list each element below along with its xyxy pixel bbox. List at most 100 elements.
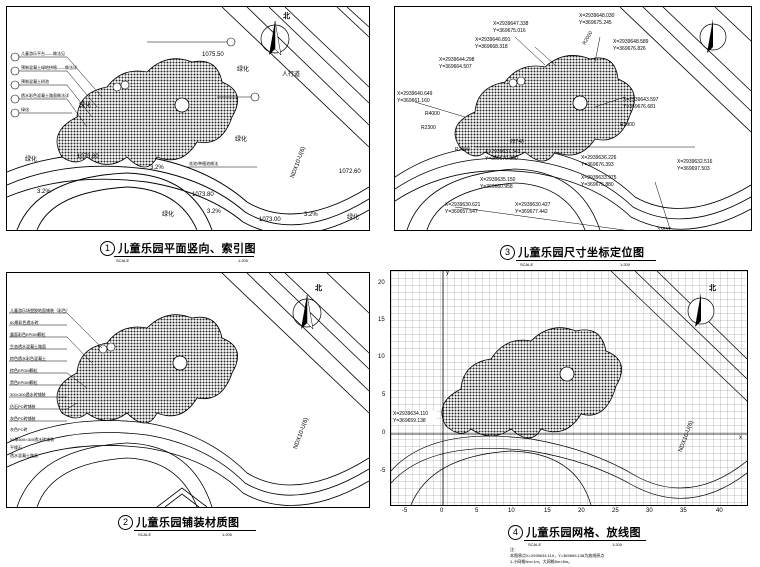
coordinate-label: X=2939640.649 Y=369661.160 (397, 91, 433, 104)
panel-paving-material-plan: 北 NDX10-U(6) 儿童游乐场塑胶地面铺装（彩色） 60厚彩色透水砖 露面… (6, 272, 370, 508)
y-axis-label: y (446, 270, 449, 276)
elevation-label: 1072.60 (339, 169, 361, 175)
coordinate-label: X=2939637.343 Y=369670.300 (485, 149, 521, 162)
material-label: 仿石PC砖铺装 (10, 404, 36, 409)
coordinate-label: X=2939632.516 Y=369697.503 (677, 159, 713, 172)
note-heading: 注： (510, 547, 518, 552)
coordinate-label: X=2939636.226 Y=369676.393 (581, 155, 617, 168)
scale-label: SCALE (138, 532, 152, 537)
y-tick: 15 (378, 317, 385, 323)
callout-text: 儿童游乐平台——做法见 (21, 51, 65, 56)
dimension-label: 33852 (657, 227, 671, 231)
x-tick: -5 (402, 508, 408, 514)
green-label: 绿化 (162, 212, 175, 218)
coordinate-label: X=2939646.891 Y=369668.318 (475, 37, 511, 50)
panel3-drawing (395, 7, 751, 230)
panel1-drawing (7, 7, 369, 230)
panel4-drawing (391, 271, 747, 505)
north-label: 北 (315, 285, 322, 292)
coordinate-label: X=2939648.589 Y=369676.826 (613, 39, 649, 52)
coordinate-label: X=2939635.150 Y=369660.958 (480, 177, 516, 190)
y-tick: 0 (382, 430, 386, 436)
elevation-label: 1073.80 (192, 192, 214, 198)
panel-grid-layout-plan: 北 NDX10-U(6) X=2939634.110 Y=369659.138 … (390, 270, 748, 506)
coordinate-label: X=2939648.030 Y=369675.245 (579, 13, 615, 26)
x-tick: 30 (646, 508, 653, 514)
north-label: 北 (709, 285, 716, 292)
panel-dimension-coordinate-plan: X=2939647.338 Y=369675.016 X=2939646.891… (394, 6, 752, 231)
x-tick: 5 (475, 508, 479, 514)
scale-label: SCALE (528, 542, 542, 547)
y-tick: 5 (382, 392, 386, 398)
origin-coordinate: X=2939634.110 Y=369659.138 (393, 411, 437, 425)
north-arrow-icon (292, 294, 322, 330)
callout-text: 绿化 (21, 107, 29, 112)
sidewalk-label: 人行道 (282, 72, 301, 78)
green-label: 绿化 (235, 137, 248, 143)
material-label: 50厚600×300透水砖铺装 (10, 437, 55, 442)
figure-title: 儿童乐园网格、放线图 (526, 527, 641, 539)
scale-ratio: 1:200 (612, 542, 623, 547)
elevation-label: 1073.00 (259, 217, 281, 223)
material-label: 棕色EPDM颗粒 (10, 368, 38, 373)
material-label: 生态透水混凝土路面 (10, 344, 46, 349)
slope-label: 3.2% (150, 165, 164, 171)
dimension-label: 22748 (510, 139, 524, 145)
green-label: 绿化 (79, 103, 92, 109)
scale-ratio: 1:200 (222, 532, 233, 537)
x-tick: 20 (578, 508, 585, 514)
material-label: 棕色透水彩色混凝土 (10, 356, 46, 361)
coordinate-label: X=2939644.298 Y=369664.507 (439, 57, 475, 70)
north-arrow-icon (260, 20, 290, 56)
scale-ratio: 1:200 (238, 258, 249, 263)
panel4-title: 4 儿童乐园网格、放线图 (508, 524, 641, 540)
x-tick: 15 (544, 508, 551, 514)
callout-text: 预制混凝土绿地拼格——做法详 (21, 65, 77, 70)
material-label: 300×300透水砖铺装 (10, 392, 46, 397)
green-label: 绿化 (25, 157, 38, 163)
figure-number: 3 (500, 244, 515, 260)
radius-label: R4000 (425, 111, 440, 117)
figure-title: 儿童乐园平面竖向、索引图 (118, 243, 256, 255)
radius-label: R2300 (421, 125, 436, 131)
north-label: 北 (283, 13, 290, 20)
panel1-title: 1 儿童乐园平面竖向、索引图 (100, 240, 256, 256)
scale-label: SCALE (116, 258, 130, 263)
north-arrow-icon (699, 19, 727, 53)
y-tick: 20 (378, 280, 385, 286)
figure-title: 儿童乐园铺装材质图 (136, 517, 240, 529)
material-label: 60厚彩色透水砖 (10, 320, 39, 325)
coordinate-label: X=2939630.621 Y=369657.547 (445, 202, 481, 215)
green-label: 绿化 (347, 215, 360, 221)
material-label: 灰色PC砖 (10, 427, 28, 432)
coordinate-label: X=2939643.597 Y=369676.681 (623, 97, 659, 110)
figure-number: 4 (508, 524, 523, 540)
material-label: 灰色PC砖铺装 (10, 416, 36, 421)
callout-text: 预制混凝土树池 (21, 79, 49, 84)
material-label: 露面彩色EPDM颗粒 (10, 332, 46, 337)
coordinate-label: X=2939633.975 Y=369675.880 (581, 175, 617, 188)
panel2-title: 2 儿童乐园铺装材质图 (118, 514, 240, 530)
x-tick: 0 (440, 508, 444, 514)
figure-number: 2 (118, 514, 133, 530)
slope-label: 3.2% (304, 212, 318, 218)
y-tick: 10 (378, 354, 385, 360)
green-label: 绿化 (237, 67, 250, 73)
figure-number: 1 (100, 240, 115, 256)
elevation-label: 1075.50 (202, 52, 224, 58)
x-tick: 10 (508, 508, 515, 514)
x-axis-label: x (739, 435, 742, 441)
panel-vertical-index-plan: 北 绿化 人行道 绿化 绿化 绿化 绿化 绿化 3.2% 3.2% 3.2% 3… (6, 6, 370, 231)
elevation-label: 1073.80 (77, 154, 99, 160)
figure-title: 儿童乐园尺寸坐标定位图 (518, 247, 645, 259)
panel3-title: 3 儿童乐园尺寸坐标定位图 (500, 244, 645, 260)
radius-label: R7000 (455, 147, 470, 153)
slope-label: 3.2% (37, 189, 51, 195)
x-tick: 25 (612, 508, 619, 514)
north-arrow-icon (687, 293, 715, 327)
radius-label: R3800 (620, 122, 635, 128)
material-label: 透水混凝土路面 (10, 453, 38, 458)
material-label: 黑色EPDM颗粒 (10, 380, 38, 385)
x-tick: 35 (680, 508, 687, 514)
scale-label: SCALE (520, 262, 534, 267)
